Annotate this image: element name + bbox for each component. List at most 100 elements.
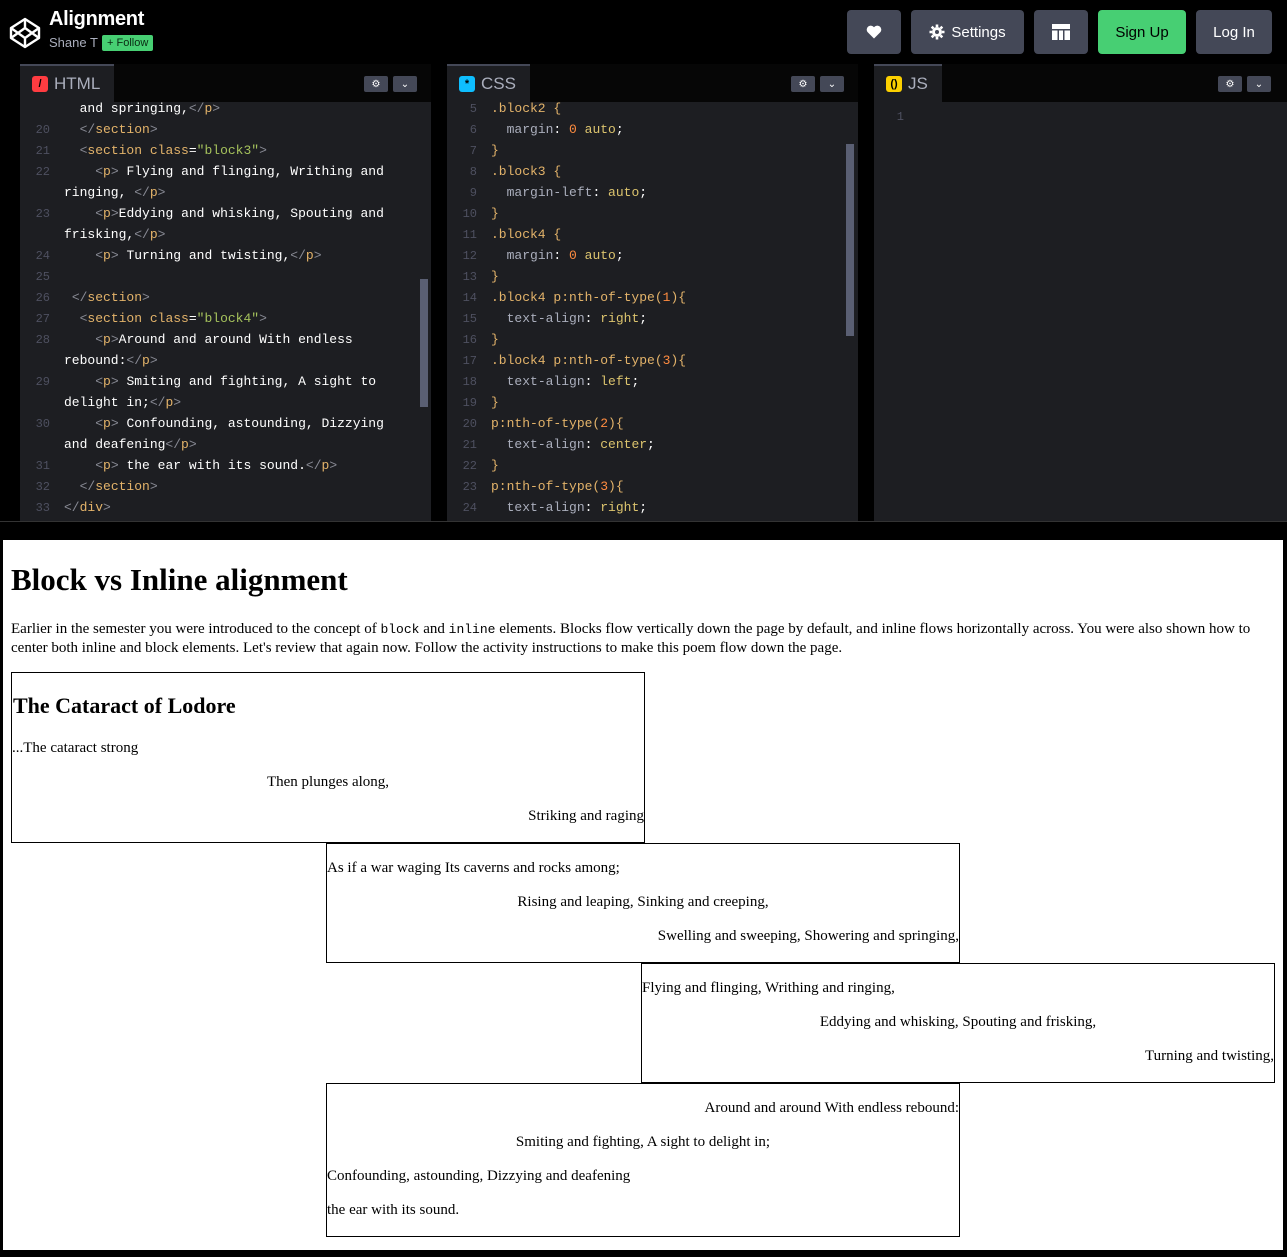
preview-intro: Earlier in the semester you were introdu…	[11, 620, 1277, 657]
line-number: 7	[469, 144, 477, 158]
code-line: .block4 p:nth-of-type(1){	[491, 290, 687, 305]
love-button[interactable]	[847, 10, 901, 54]
code-line: <p> Smiting and fighting, A sight to	[95, 374, 377, 389]
line-number: 16	[462, 333, 477, 347]
line-number: 29	[35, 375, 50, 389]
chevron-down-icon: ⌄	[1254, 78, 1264, 90]
gear-icon: ⚙	[371, 78, 381, 90]
line-number: 18	[462, 375, 477, 389]
top-header: Alignment Shane T + Follow Settings Sign…	[0, 0, 1287, 64]
heart-icon	[866, 25, 882, 39]
css-code[interactable]: 5.block2 {6 margin: 0 auto;7}8.block3 {9…	[447, 101, 858, 521]
line-number: 20	[35, 123, 50, 137]
editor-collapse-button[interactable]: ⌄	[393, 76, 417, 92]
html-code[interactable]: and springing,</p>20 </section>21 <secti…	[20, 101, 431, 521]
change-view-button[interactable]	[1034, 10, 1088, 54]
signup-button[interactable]: Sign Up	[1098, 10, 1186, 54]
poem-line: Around and around With endless rebound:	[704, 1100, 960, 1116]
poem-line: Striking and raging	[528, 808, 644, 824]
line-number: 13	[462, 270, 477, 284]
poem-line: Swelling and sweeping, Showering and spr…	[657, 928, 959, 944]
tab-html[interactable]: /HTML	[20, 64, 115, 102]
code-line: }	[491, 458, 499, 473]
code-line: text-align: right;	[506, 500, 648, 515]
js-icon: ()	[886, 76, 902, 92]
poem-title: The Cataract of Lodore	[13, 693, 236, 718]
code-line: p:nth-of-type(3){	[491, 479, 624, 494]
line-number: 23	[462, 480, 477, 494]
pane-gutter	[0, 64, 20, 521]
editor-collapse-button[interactable]: ⌄	[1247, 76, 1271, 92]
line-number: 8	[469, 165, 477, 179]
layout-icon	[1052, 24, 1070, 40]
editor-settings-button[interactable]: ⚙	[364, 76, 388, 92]
line-number: 23	[35, 207, 50, 221]
html-editor-pane: /HTML ⚙ ⌄ and springing,</p>20 </section…	[20, 64, 431, 521]
preview-heading: Block vs Inline alignment	[11, 562, 348, 597]
code-line: </section>	[79, 122, 158, 137]
line-number: 17	[462, 354, 477, 368]
line-number: 9	[469, 186, 477, 200]
line-number: 21	[35, 144, 50, 158]
poem-line: Eddying and whisking, Spouting and frisk…	[819, 1014, 1097, 1030]
follow-button[interactable]: + Follow	[102, 35, 154, 51]
editor-panels: /HTML ⚙ ⌄ and springing,</p>20 </section…	[0, 64, 1287, 521]
editor-settings-button[interactable]: ⚙	[1218, 76, 1242, 92]
chevron-down-icon: ⌄	[400, 78, 410, 90]
js-editor-pane: () JS ⚙ ⌄ 1	[874, 64, 1287, 521]
code-line: }	[491, 332, 499, 347]
editor-collapse-button[interactable]: ⌄	[820, 76, 844, 92]
poem-line: the ear with its sound.	[327, 1202, 460, 1218]
tab-label: JS	[908, 74, 928, 93]
code-line: <p> Confounding, astounding, Dizzying	[95, 416, 384, 431]
js-code[interactable]: 1	[874, 102, 1287, 521]
code-line: <p>Eddying and whisking, Spouting and	[95, 206, 384, 221]
scrollbar[interactable]	[846, 144, 854, 336]
code-line: }	[491, 206, 499, 221]
intro-text: elements. Blocks flow vertically down th…	[11, 621, 1251, 656]
codepen-logo-icon[interactable]	[9, 17, 41, 49]
code-line: .block3 {	[491, 164, 562, 179]
settings-button[interactable]: Settings	[911, 10, 1024, 54]
code-line: frisking,</p>	[64, 227, 166, 242]
code-line: }	[491, 395, 499, 410]
code-line: <section class="block4">	[79, 311, 267, 326]
author-name[interactable]: Shane T	[49, 35, 98, 50]
login-button[interactable]: Log In	[1196, 10, 1272, 54]
scrollbar[interactable]	[420, 279, 428, 407]
editor-settings-button[interactable]: ⚙	[791, 76, 815, 92]
code-line: margin: 0 auto;	[506, 122, 624, 137]
html-icon: /	[32, 76, 48, 92]
code-line: <p> Flying and flinging, Writhing and	[95, 164, 384, 179]
tab-css[interactable]: *CSS	[447, 64, 530, 102]
result-preview: Block vs Inline alignment Earlier in the…	[3, 540, 1283, 1250]
line-number: 21	[462, 438, 477, 452]
poem-line: ...The cataract strong	[12, 740, 139, 756]
code-line: margin-left: auto;	[506, 185, 648, 200]
code-line: text-align: left;	[506, 374, 640, 389]
chevron-down-icon: ⌄	[827, 78, 837, 90]
poem-block-3: Flying and flinging, Writhing and ringin…	[641, 963, 1275, 1083]
code-line: </section>	[71, 290, 150, 305]
footer-bar	[0, 1250, 1287, 1257]
line-number: 12	[462, 249, 477, 263]
poem-line: Rising and leaping, Sinking and creeping…	[517, 894, 769, 910]
code-line: <p>Around and around With endless	[95, 332, 353, 347]
pen-title[interactable]: Alignment	[49, 8, 145, 30]
code-line: delight in;</p>	[64, 395, 182, 410]
poem-line: Smiting and fighting, A sight to delight…	[515, 1134, 771, 1150]
tab-js[interactable]: () JS	[874, 64, 942, 102]
code-line: text-align: center;	[506, 437, 655, 452]
code-line: </div>	[64, 500, 111, 515]
line-number: 22	[462, 459, 477, 473]
intro-text: Earlier in the semester you were introdu…	[11, 621, 381, 637]
preview-resize-bar[interactable]	[0, 521, 1287, 539]
gear-icon	[929, 24, 945, 40]
poem-line: Then plunges along,	[266, 774, 390, 790]
line-number: 10	[462, 207, 477, 221]
line-number: 1	[896, 110, 904, 124]
css-editor-pane: *CSS ⚙ ⌄ 5.block2 {6 margin: 0 auto;7}8.…	[447, 64, 858, 521]
css-icon: *	[459, 76, 475, 92]
intro-text: and	[419, 621, 449, 637]
